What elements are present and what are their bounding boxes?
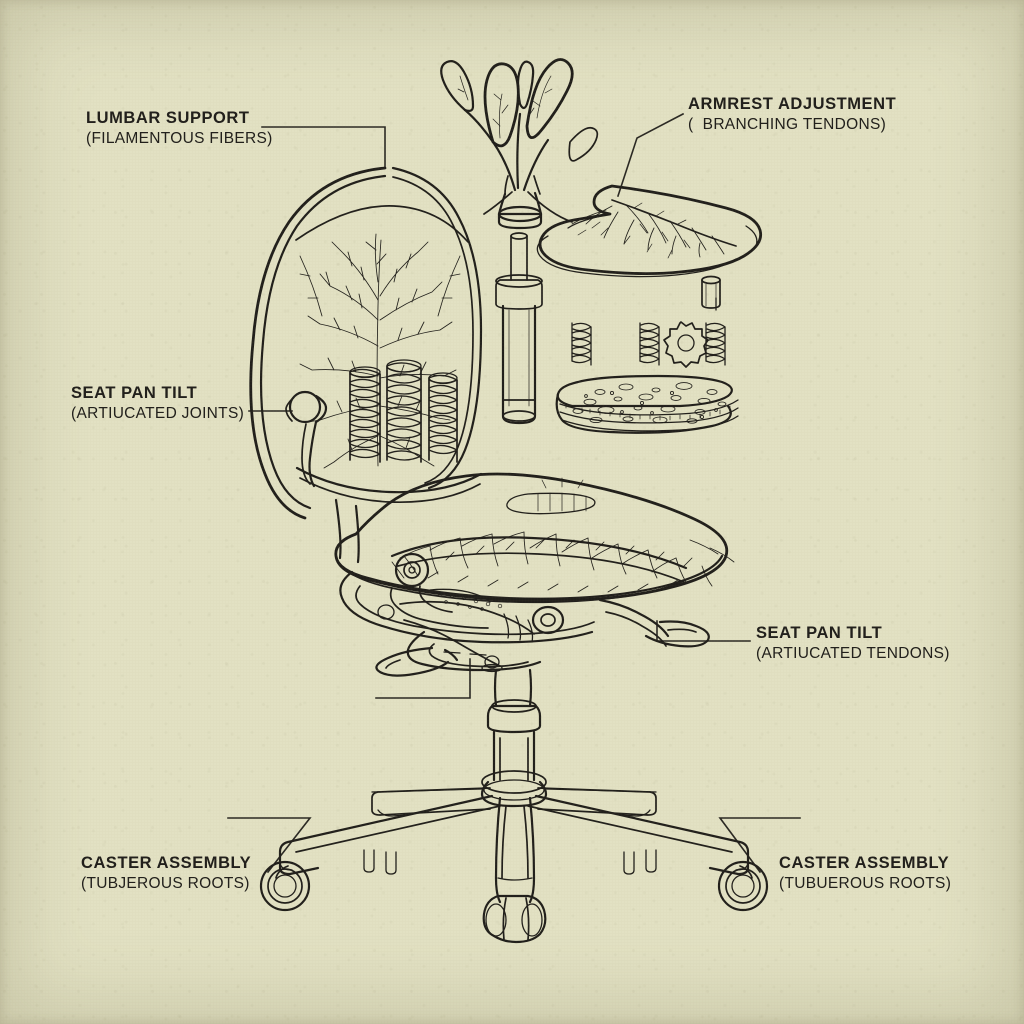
five-star-base — [278, 770, 750, 904]
foam-pores — [572, 382, 727, 424]
callout-seat-pan-tilt-tendons-subtitle: (ARTIUCATED TENDONS) — [756, 645, 950, 663]
callout-caster-assembly-right-title: CASTER ASSEMBLY — [779, 854, 950, 872]
backrest — [249, 166, 483, 564]
leader-tilt-lever-unlabeled — [375, 658, 471, 699]
caster-left — [259, 860, 311, 912]
callout-seat-pan-tilt-joints-title: SEAT PAN TILT — [71, 384, 198, 402]
casters — [259, 860, 769, 944]
spring-left — [571, 322, 592, 366]
caster-front — [482, 894, 547, 944]
leader-armrest-adjustment — [616, 112, 685, 198]
callout-armrest-adjustment-title: ARMREST ADJUSTMENT — [688, 95, 897, 113]
seat-leaf — [334, 472, 735, 604]
callout-seat-pan-tilt-tendons-title: SEAT PAN TILT — [756, 624, 883, 642]
armrest-pad — [536, 184, 763, 278]
callout-caster-assembly-left: CASTER ASSEMBLY (TUBJEROUS ROOTS) — [81, 853, 251, 894]
leader-caster-right — [718, 817, 801, 874]
callout-armrest-adjustment-subtitle: ( BRANCHING TENDONS) — [688, 116, 887, 134]
spring-gear-row — [571, 297, 726, 368]
callout-lumbar-support-subtitle: (FILAMENTOUS FIBERS) — [86, 130, 273, 148]
spring-right — [705, 297, 726, 366]
lumbar-springs — [349, 359, 458, 463]
armrest-post-stub — [701, 275, 721, 309]
callout-seat-pan-tilt-tendons: SEAT PAN TILT (ARTIUCATED TENDONS) — [756, 623, 950, 664]
spring-mid — [639, 322, 660, 366]
seat-mechanism — [339, 552, 710, 677]
callout-lumbar-support-title: LUMBAR SUPPORT — [86, 109, 250, 127]
lumbar-spring-mid — [386, 359, 422, 463]
foam-cushion-pad — [555, 374, 739, 434]
callout-armrest-adjustment: ARMREST ADJUSTMENT ( BRANCHING TENDONS) — [688, 94, 896, 135]
seat-bud-detail — [506, 477, 596, 515]
armrest-pivot-knob — [285, 390, 328, 488]
callout-caster-assembly-right-subtitle: (TUBUEROUS ROOTS) — [779, 875, 952, 893]
callout-seat-pan-tilt-joints: SEAT PAN TILT (ARTIUCATED JOINTS) — [71, 383, 244, 424]
gear-wheel — [663, 321, 709, 368]
callout-caster-assembly-left-title: CASTER ASSEMBLY — [81, 854, 252, 872]
leader-caster-left — [227, 817, 312, 874]
leader-lines — [227, 112, 801, 874]
seat-leaf-veins — [391, 531, 735, 593]
sprout-lever-cluster — [440, 58, 599, 230]
gas-cylinder-exploded — [495, 232, 543, 425]
callout-caster-assembly-left-subtitle: (TUBJEROUS ROOTS) — [81, 875, 250, 893]
callout-lumbar-support: LUMBAR SUPPORT (FILAMENTOUS FIBERS) — [86, 108, 273, 149]
callout-caster-assembly-right: CASTER ASSEMBLY (TUBUEROUS ROOTS) — [779, 853, 951, 894]
lumbar-spring-left — [349, 366, 381, 463]
lumbar-spring-right — [428, 372, 458, 463]
leader-lumbar-support — [261, 126, 386, 169]
pneumatic-column — [486, 668, 542, 782]
caster-right — [717, 860, 769, 912]
leader-seat-pan-tilt-tendons — [656, 620, 751, 642]
callout-seat-pan-tilt-joints-subtitle: (ARTIUCATED JOINTS) — [71, 405, 245, 423]
foam-edge-texture — [565, 403, 731, 421]
